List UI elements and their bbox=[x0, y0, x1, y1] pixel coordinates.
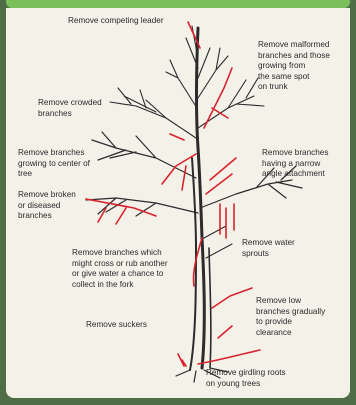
label-remove-girdling-roots: Remove girdling roots on young trees bbox=[206, 368, 286, 389]
label-remove-narrow-angle-branches: Remove branches having a narrow angle at… bbox=[262, 148, 328, 180]
label-remove-malformed-branches: Remove malformed branches and those grow… bbox=[258, 40, 330, 93]
label-remove-competing-leader: Remove competing leader bbox=[68, 16, 164, 27]
label-remove-low-branches: Remove low branches gradually to provide… bbox=[256, 296, 325, 338]
label-remove-broken-branches: Remove broken or diseased branches bbox=[18, 190, 76, 222]
header-band bbox=[6, 0, 350, 8]
label-remove-crowded-branches: Remove crowded branches bbox=[38, 98, 102, 119]
diagram-canvas: Remove competing leader Remove malformed… bbox=[6, 8, 350, 398]
label-remove-suckers: Remove suckers bbox=[86, 320, 147, 331]
removal-marks bbox=[86, 22, 260, 366]
label-remove-branches-to-center: Remove branches growing to center of tre… bbox=[18, 148, 90, 180]
label-remove-water-sprouts: Remove water sprouts bbox=[242, 238, 295, 259]
label-remove-crossing-branches: Remove branches which might cross or rub… bbox=[72, 248, 168, 290]
